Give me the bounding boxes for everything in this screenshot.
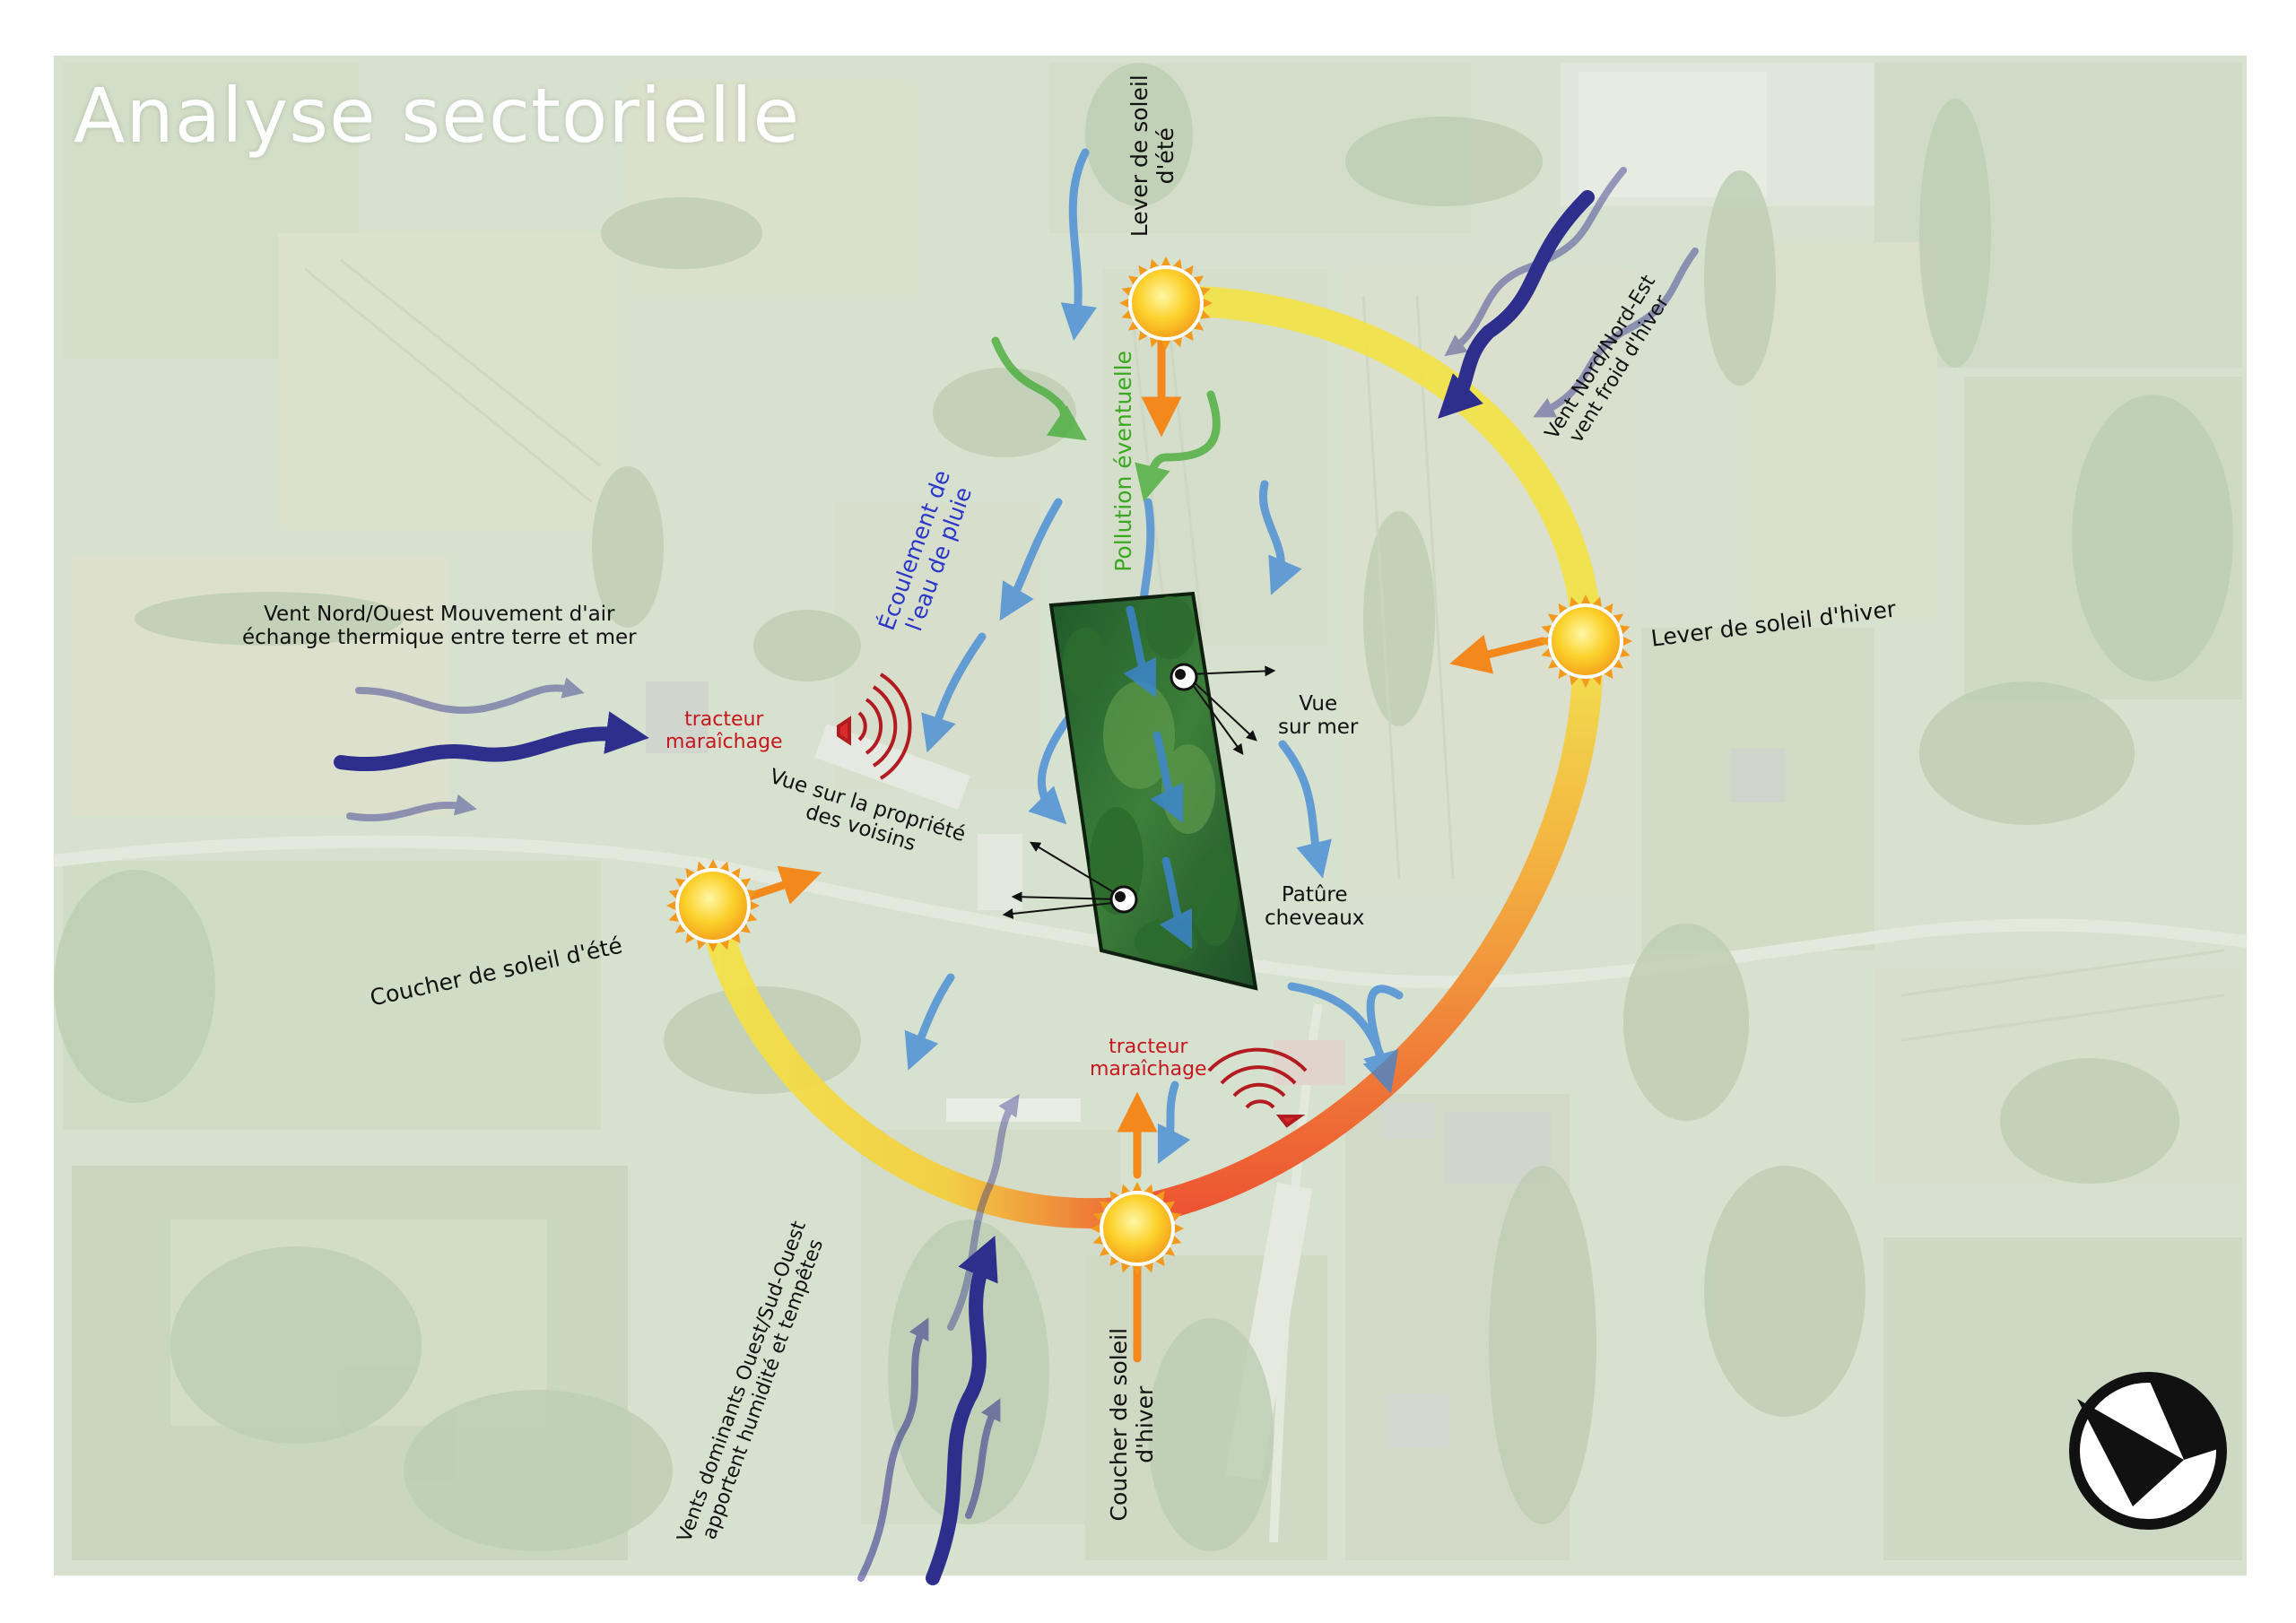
wind-arrows <box>334 167 1699 1585</box>
sun-icon <box>1539 595 1632 688</box>
sun-icon <box>666 859 760 952</box>
wind-nw-label: Vent Nord/Ouest Mouvement d'air échange … <box>242 603 637 650</box>
view-sea-label: Vue sur mer <box>1278 692 1359 740</box>
eye-icon <box>1170 663 1198 691</box>
sunrise-summer-label: Lever de soleil d'été <box>1126 74 1178 238</box>
north-compass-icon <box>2069 1372 2227 1530</box>
page-title: Analyse sectorielle <box>74 72 801 160</box>
noise-waves-icon <box>1207 1047 1308 1128</box>
sun-icon <box>1119 256 1213 350</box>
tractor-south-label: tracteur maraîchage <box>1090 1036 1207 1081</box>
tractor-west-label: tracteur maraîchage <box>665 708 783 754</box>
sunset-winter-label: Coucher de soleil d'hiver <box>1106 1327 1158 1522</box>
sun-icon <box>1091 1182 1184 1275</box>
eye-icon <box>1109 885 1138 914</box>
view-lines <box>1002 665 1276 919</box>
noise-waves-icon <box>837 673 912 780</box>
pollution-arrows <box>991 336 1221 502</box>
pasture-label: Patûre cheveaux <box>1265 883 1365 931</box>
pollution-label: Pollution éventuelle <box>1110 350 1137 572</box>
sun-markers <box>666 256 1632 1275</box>
